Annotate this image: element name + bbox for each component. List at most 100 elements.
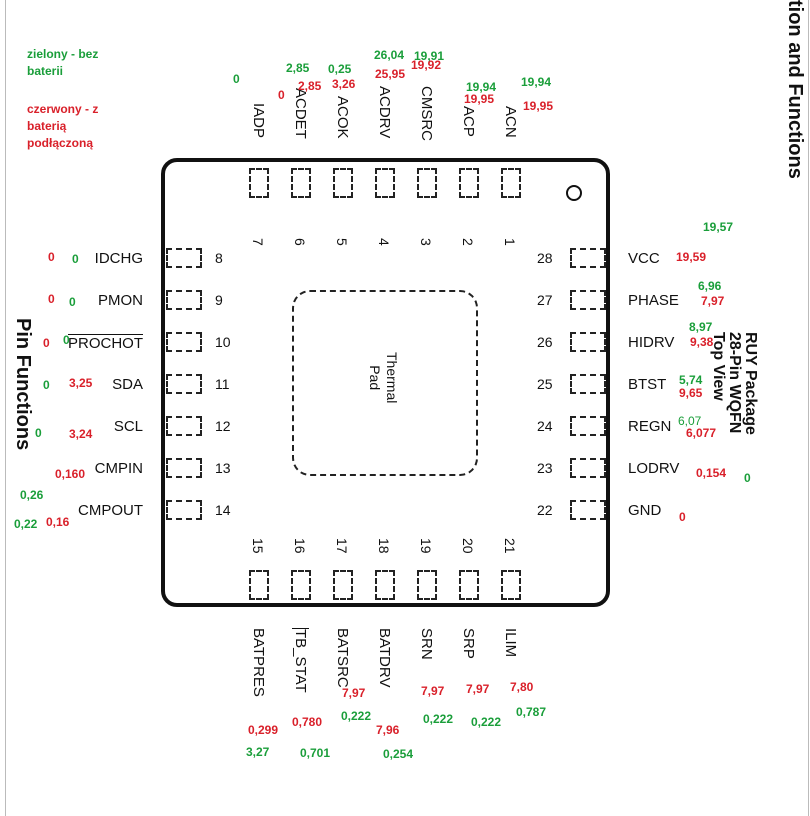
pin-box-8 — [166, 248, 202, 268]
meas-acdrv-red: 25,95 — [375, 67, 406, 81]
pin-num-22: 22 — [537, 502, 553, 518]
pin-box-6 — [291, 168, 311, 198]
pin-name-ilim: ILIM — [502, 628, 519, 658]
meas-ilim-red: 7,80 — [510, 680, 534, 694]
pin-num-21: 21 — [502, 538, 518, 554]
meas-pmon-red: 0 — [48, 292, 55, 306]
package-line1: RUY Package — [742, 332, 759, 435]
pin-num-28: 28 — [537, 250, 553, 266]
package-title: RUY Package 28-Pin WQFN Top View — [710, 332, 759, 435]
meas-sda-red: 3,25 — [69, 376, 93, 390]
pin-box-26 — [570, 332, 606, 352]
pin-num-13: 13 — [215, 460, 231, 476]
pin-box-22 — [570, 500, 606, 520]
meas-acp-green: 19,94 — [466, 80, 497, 94]
pin-box-16 — [291, 570, 311, 600]
pin-num-3: 3 — [418, 238, 434, 246]
meas-acok-green: 0,25 — [328, 62, 352, 76]
pin-num-12: 12 — [215, 418, 231, 434]
pin-box-3 — [417, 168, 437, 198]
legend-green: zielony - bez baterii — [27, 47, 99, 78]
pin-num-8: 8 — [215, 250, 223, 266]
pin-box-18 — [375, 570, 395, 600]
pin-name-btst: BTST — [628, 376, 667, 393]
pin-name-cmpin: CMPIN — [94, 460, 143, 477]
meas-cmsrc-green: 19,91 — [414, 49, 445, 63]
meas-acdet-red: 2,85 — [298, 79, 322, 93]
meas-acdet-green: 2,85 — [286, 61, 310, 75]
meas-cmpin-red: 0,160 — [55, 467, 86, 481]
pin-name-prochot: PROCHOT — [68, 334, 143, 352]
meas-tbstat-green: 0,701 — [300, 746, 331, 760]
meas-lodrv-red: 0,154 — [696, 466, 727, 480]
pin-name-pmon: PMON — [98, 292, 143, 309]
meas-gnd-red: 0 — [679, 510, 686, 524]
meas-batdrv-red: 7,96 — [376, 723, 400, 737]
pin-name-idchg: IDCHG — [94, 250, 143, 267]
pin-functions-title: Pin Functions — [12, 318, 34, 451]
pin1-marker — [566, 185, 582, 201]
pin-num-18: 18 — [376, 538, 392, 554]
pin-num-4: 4 — [376, 238, 392, 246]
meas-btst-red: 9,65 — [679, 386, 703, 400]
pin-name-batpres: BATPRES — [250, 628, 267, 697]
pin-num-19: 19 — [418, 538, 434, 554]
pin-name-hidrv: HIDRV — [628, 334, 675, 351]
thermal-pad-line1: Thermal — [384, 352, 400, 404]
pin-box-10 — [166, 332, 202, 352]
pin-num-2: 2 — [460, 238, 476, 246]
pin-name-lodrv: LODRV — [628, 460, 680, 477]
thermal-pad-line2: Pad — [367, 365, 383, 391]
meas-phase-green: 6,96 — [698, 279, 722, 293]
meas-acp-red: 19,95 — [464, 92, 495, 106]
chip-body — [161, 158, 610, 607]
pin-num-15: 15 — [250, 538, 266, 554]
pin-name-scl: SCL — [113, 418, 143, 435]
meas-pmon-green: 0 — [69, 295, 76, 309]
meas-srn-red: 7,97 — [421, 684, 445, 698]
meas-batsrc-red: 7,97 — [342, 686, 366, 700]
meas-hidrv-red: 9,38 — [690, 335, 714, 349]
meas-hidrv-green: 8,97 — [689, 320, 713, 334]
pin-box-20 — [459, 570, 479, 600]
pin-name-phase: PHASE — [628, 292, 679, 309]
pin-box-2 — [459, 168, 479, 198]
pin-name-acp: ACP — [460, 106, 477, 137]
pin-name-tb-stat: TB_STAT — [292, 628, 309, 693]
meas-srp-red: 7,97 — [466, 682, 490, 696]
pin-box-17 — [333, 570, 353, 600]
pin-box-4 — [375, 168, 395, 198]
meas-cmpout-green-1: 0,26 — [20, 488, 44, 502]
meas-regn-red: 6,077 — [686, 426, 717, 440]
package-line2: 28-Pin WQFN — [726, 332, 743, 434]
pin-box-15 — [249, 570, 269, 600]
meas-scl-red: 3,24 — [69, 427, 93, 441]
meas-idchg-red: 0 — [48, 250, 55, 264]
meas-acdrv-green: 26,04 — [374, 48, 405, 62]
pin-box-9 — [166, 290, 202, 310]
meas-acn-green: 19,94 — [521, 75, 552, 89]
pin-num-6: 6 — [292, 238, 308, 246]
pin-num-9: 9 — [215, 292, 223, 308]
pin-name-batsrc: BATSRC — [334, 628, 351, 688]
pin-box-24 — [570, 416, 606, 436]
meas-ilim-green: 0,787 — [516, 705, 547, 719]
meas-batpres-green: 3,27 — [246, 745, 270, 759]
meas-prochot-green: 0 — [63, 333, 70, 347]
meas-idchg-green: 0 — [72, 252, 79, 266]
section-title-fragment: tion and Functions — [784, 0, 806, 179]
pin-num-11: 11 — [215, 376, 230, 392]
pin-box-7 — [249, 168, 269, 198]
pin-name-acdrv: ACDRV — [376, 86, 393, 139]
pin-num-7: 7 — [250, 238, 266, 246]
meas-lodrv-green: 0 — [744, 471, 751, 485]
pin-box-13 — [166, 458, 202, 478]
thermal-pad — [292, 290, 478, 476]
pin-num-16: 16 — [292, 538, 308, 554]
pin-box-14 — [166, 500, 202, 520]
pin-name-cmpout: CMPOUT — [78, 502, 143, 519]
legend-red: czerwony - z baterią podłączoną — [27, 102, 99, 150]
meas-acok-red: 3,26 — [332, 77, 356, 91]
pin-name-gnd: GND — [628, 502, 662, 519]
pin-name-batdrv: BATDRV — [376, 628, 393, 688]
